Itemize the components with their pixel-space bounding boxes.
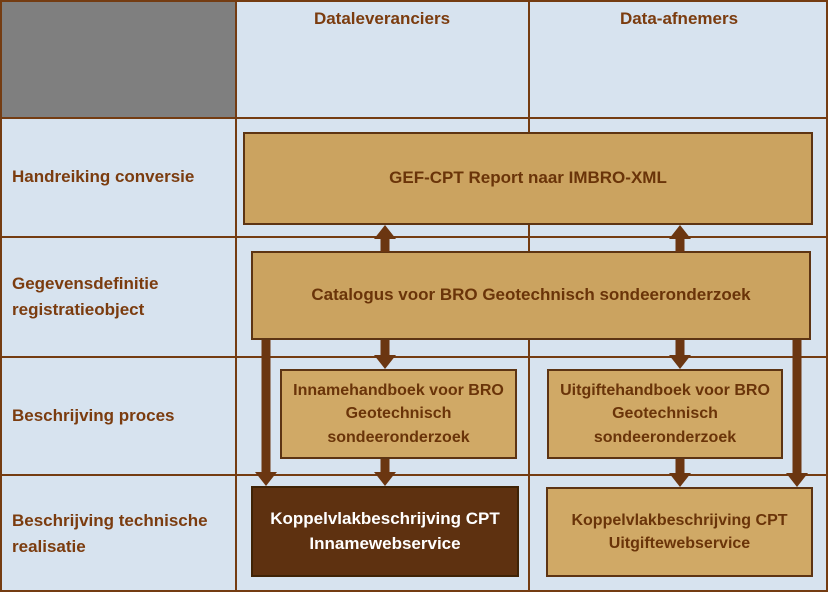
arrow-down-catalogus-to-koppelvlak-uitgifte-icon xyxy=(786,340,808,487)
box-uitgiftehandboek: Uitgiftehandboek voor BRO Geotechnisch s… xyxy=(547,369,783,459)
row-label-gegevensdefinitie-registratieobject: Gegevensdefinitie registratieobject xyxy=(12,273,159,319)
arrow-down-innamehandboek-to-koppelvlak-icon xyxy=(374,459,396,486)
box-innamehandboek: Innamehandboek voor BRO Geotechnisch son… xyxy=(280,369,517,459)
box-koppelvlak-uitgiftewebservice: Koppelvlakbeschrijving CPT Uitgiftewebse… xyxy=(546,487,813,577)
corner-cell xyxy=(0,0,236,118)
grid-line-horizontal-2 xyxy=(0,236,828,238)
arrow-up-catalogus-to-gef-right-icon xyxy=(669,225,691,252)
arrow-down-catalogus-to-uitgiftehandboek-icon xyxy=(669,340,691,369)
grid-line-horizontal-1 xyxy=(0,117,828,119)
grid-line-vertical-1 xyxy=(235,0,237,592)
arrow-down-catalogus-to-innamehandboek-icon xyxy=(374,340,396,369)
column-header-dataleveranciers: Dataleveranciers xyxy=(313,9,451,28)
arrow-down-uitgiftehandboek-to-koppelvlak-icon xyxy=(669,459,691,487)
row-label-handreiking-conversie: Handreiking conversie xyxy=(12,167,195,187)
box-catalogus: Catalogus voor BRO Geotechnisch sondeero… xyxy=(251,251,811,340)
row-label-beschrijving-proces: Beschrijving proces xyxy=(12,405,175,425)
column-header-data-afnemers: Data-afnemers xyxy=(619,9,739,28)
grid-line-horizontal-3 xyxy=(0,356,828,358)
box-gef-cpt-report: GEF-CPT Report naar IMBRO-XML xyxy=(243,132,813,225)
row-label-beschrijving-technische-realisatie: Beschrijving technische realisatie xyxy=(12,510,208,556)
grid-line-horizontal-4 xyxy=(0,474,828,476)
arrow-down-catalogus-to-koppelvlak-inname-icon xyxy=(255,340,277,486)
box-koppelvlak-innamewebservice: Koppelvlakbeschrijving CPT Innamewebserv… xyxy=(251,486,519,577)
arrow-up-catalogus-to-gef-left-icon xyxy=(374,225,396,252)
